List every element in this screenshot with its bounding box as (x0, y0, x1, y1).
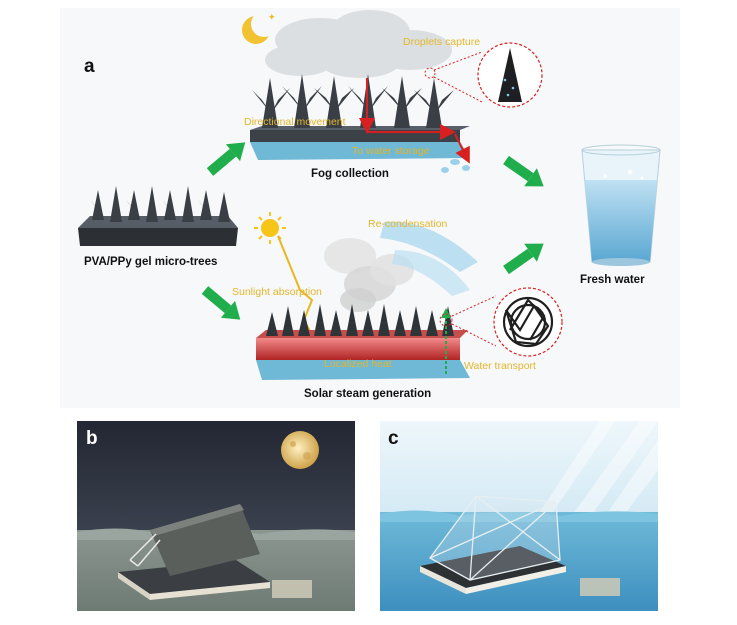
solar-micro-trees (266, 304, 454, 336)
fog-collection-caption: Fog collection (311, 168, 389, 180)
gel-trees-caption: PVA/PPy gel micro-trees (84, 256, 218, 268)
gel-micro-trees (78, 186, 238, 246)
water-transport-arrow (441, 308, 451, 374)
water-glass-icon (581, 144, 661, 266)
full-moon-icon (281, 431, 319, 469)
localized-heat-label: Localized heat (324, 358, 392, 370)
panel-a: ✦ (60, 8, 680, 408)
device-day (420, 495, 620, 596)
sunlight-absorption-label: Sunlight absorption (232, 286, 322, 298)
panel-label-c: c (388, 428, 399, 449)
fresh-water-caption: Fresh water (580, 274, 645, 286)
fog-micro-trees (252, 74, 454, 128)
moon-icon: ✦ (242, 11, 277, 44)
green-arrows (201, 142, 544, 320)
svg-text:✦: ✦ (268, 13, 276, 23)
droplets-capture-label: Droplets capture (403, 36, 481, 48)
network-inset-icon (439, 287, 563, 357)
panel-label-a: a (84, 56, 95, 77)
cone-inset-icon (424, 42, 543, 108)
device-night (118, 504, 312, 600)
fog-cloud (265, 10, 452, 78)
directional-movement-label: Directional movement (244, 116, 346, 128)
water-transport-label: Water transport (464, 360, 536, 372)
directional-arrows (359, 78, 470, 164)
condensation-droplets (380, 221, 478, 296)
panel-b (77, 421, 355, 611)
storage-droplets (441, 159, 470, 173)
panel-label-b: b (86, 428, 98, 449)
solar-steam-platform (256, 330, 470, 380)
solar-steam-caption: Solar steam generation (304, 388, 432, 400)
panel-c (380, 421, 658, 611)
to-water-storage-label: To water storage (352, 145, 430, 157)
re-condensation-label: Re-condensation (368, 218, 448, 230)
